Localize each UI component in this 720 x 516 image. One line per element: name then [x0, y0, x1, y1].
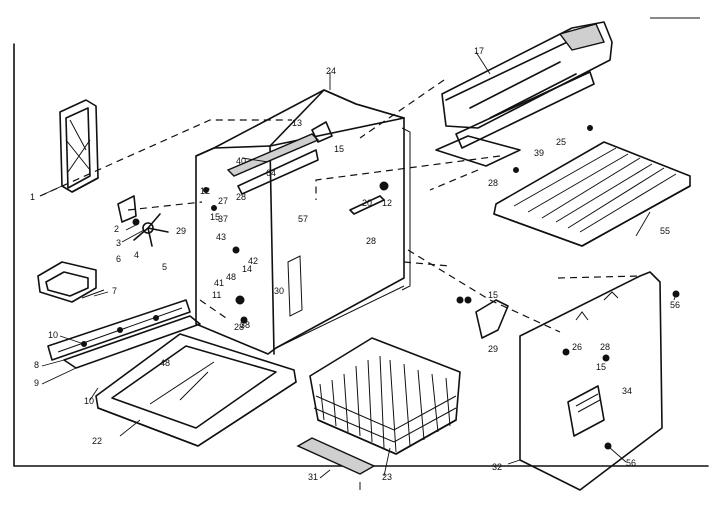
callout-56-upper: 56 — [670, 300, 680, 310]
callout-39: 39 — [534, 148, 544, 158]
callout-40: 40 — [236, 156, 246, 166]
top-duct-assembly — [435, 21, 613, 167]
wire-basket — [309, 337, 461, 455]
callout-12-cabinet: 12 — [200, 186, 210, 196]
callout-29-fan: 29 — [176, 226, 186, 236]
bottom-rail — [296, 437, 376, 475]
callout-15-panel: 15 — [596, 362, 606, 372]
callout-56-lower: 56 — [626, 458, 636, 468]
callout-31: 31 — [308, 472, 318, 482]
callout-42: 42 — [248, 256, 258, 266]
callout-8: 8 — [34, 360, 39, 370]
callout-48-cabinet: 48 — [226, 272, 236, 282]
callout-28-panel: 28 — [600, 342, 610, 352]
callout-17: 17 — [474, 46, 484, 56]
callout-48-tray: 48 — [160, 358, 170, 368]
callout-labels: 1 2 3 4 5 6 7 8 9 10 10 11 12 12 13 14 1… — [30, 46, 680, 482]
callout-26: 26 — [572, 342, 582, 352]
frame-border — [13, 17, 709, 490]
side-rail-left — [47, 299, 201, 369]
callout-28-duct: 28 — [488, 178, 498, 188]
callout-9: 9 — [34, 378, 39, 388]
callout-43: 43 — [216, 232, 226, 242]
callout-22: 22 — [92, 436, 102, 446]
callout-10-lower: 10 — [84, 396, 94, 406]
callout-1: 1 — [30, 192, 35, 202]
assembly-guide-lines — [39, 79, 641, 333]
crisper-tray-bottom — [95, 333, 297, 447]
callout-25: 25 — [556, 137, 566, 147]
rear-panel — [519, 271, 680, 491]
center-bracket — [464, 296, 509, 339]
callout-14: 14 — [242, 264, 252, 274]
callout-2: 2 — [114, 224, 119, 234]
callout-64: 64 — [266, 168, 276, 178]
callout-15-cabinet: 15 — [210, 212, 220, 222]
callout-11: 11 — [212, 290, 221, 300]
callout-34: 34 — [622, 386, 632, 396]
wire-shelf — [493, 141, 691, 247]
callout-30: 30 — [274, 286, 284, 296]
callout-23: 23 — [382, 472, 392, 482]
callout-55: 55 — [660, 226, 670, 236]
callout-3: 3 — [116, 238, 121, 248]
main-cabinet — [195, 89, 411, 355]
callout-10-rail: 10 — [48, 330, 58, 340]
callout-15-bracket: 15 — [488, 290, 498, 300]
callout-6: 6 — [116, 254, 121, 264]
callout-12-side: 12 — [382, 198, 392, 208]
callout-29-bracket: 29 — [488, 344, 498, 354]
fasteners — [456, 125, 593, 304]
callout-4: 4 — [134, 250, 139, 260]
callout-20: 20 — [362, 198, 372, 208]
callout-32: 32 — [492, 462, 502, 472]
callout-13: 13 — [292, 118, 302, 128]
callout-37: 37 — [218, 214, 228, 224]
leader-lines — [39, 51, 677, 479]
hinge-fan-parts — [117, 195, 169, 247]
callout-28-cabinet: 28 — [236, 192, 246, 202]
callout-5: 5 — [162, 262, 167, 272]
callout-41: 41 — [214, 278, 224, 288]
small-tray — [37, 261, 105, 303]
callout-24: 24 — [326, 66, 336, 76]
callout-38: 38 — [240, 320, 250, 330]
callout-28-side: 28 — [366, 236, 376, 246]
callout-27: 27 — [218, 196, 228, 206]
callout-28-lower: 28 — [234, 322, 244, 332]
callout-15-upper: 15 — [334, 144, 344, 154]
callout-7: 7 — [112, 286, 117, 296]
callout-57: 57 — [298, 214, 308, 224]
